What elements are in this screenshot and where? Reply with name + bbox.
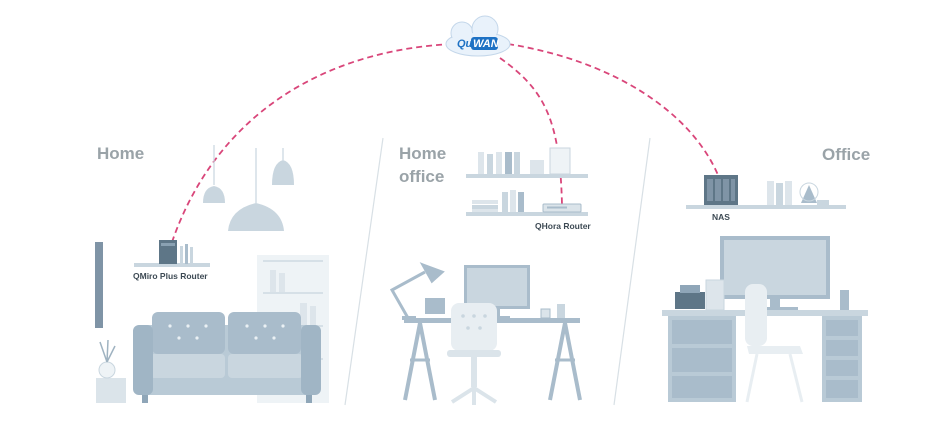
link-to-qhora xyxy=(499,57,563,206)
office-shelf xyxy=(686,175,846,209)
plant xyxy=(96,339,126,403)
zone-label-office: Office xyxy=(822,145,870,164)
paper-stack xyxy=(705,279,725,311)
router-icon xyxy=(542,203,582,213)
wan-links xyxy=(169,43,719,249)
sofa xyxy=(133,312,321,403)
desk-books xyxy=(425,298,445,314)
zone-label-home-office-line1: Home xyxy=(399,144,446,163)
office-pen-holder xyxy=(840,290,849,310)
qmiro-router xyxy=(134,240,210,267)
desk-mug xyxy=(540,308,551,319)
router-icon xyxy=(159,240,177,264)
home-office-monitor xyxy=(464,265,530,319)
home-office-shelves xyxy=(466,147,588,216)
divider-right xyxy=(613,137,651,406)
nas-label: NAS xyxy=(712,212,730,222)
pen-holder xyxy=(557,304,565,318)
qmiro-label: QMiro Plus Router xyxy=(133,271,208,281)
nas-icon xyxy=(704,175,738,205)
qhora-router xyxy=(542,203,582,213)
cloud-brand-qu: Qu xyxy=(457,38,473,50)
office-printer xyxy=(675,285,705,309)
office-chair xyxy=(745,284,804,403)
zone-label-home: Home xyxy=(97,144,144,163)
wall-tv xyxy=(95,242,103,328)
cloud-wan-badge xyxy=(471,37,498,50)
quwan-cloud: Qu WAN xyxy=(445,15,511,57)
divider-left xyxy=(344,137,384,406)
office-monitor xyxy=(720,236,830,310)
zone-label-home-office-line2: office xyxy=(399,167,444,186)
home-office-chair xyxy=(447,303,501,405)
qhora-label: QHora Router xyxy=(535,221,591,231)
cloud-brand-wan: WAN xyxy=(473,38,500,50)
link-to-nas xyxy=(507,43,719,176)
pendant-lamps xyxy=(203,145,294,231)
office-desk xyxy=(662,310,868,402)
